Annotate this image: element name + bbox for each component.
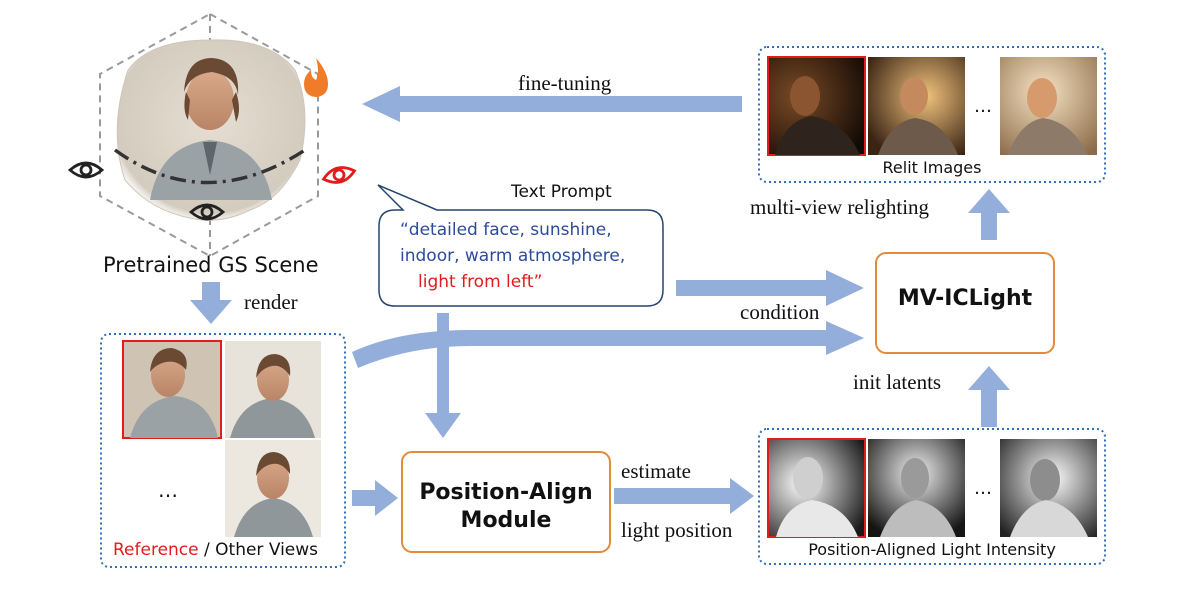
relit-box [758,46,1106,183]
reference-image [122,340,222,439]
prompt-line-3: light from left” [418,272,543,292]
render-label: render [244,290,298,314]
eye-icon [188,203,226,221]
prompt-line-2: indoor, warm atmosphere, [400,246,626,266]
render-arrow [190,282,232,324]
views-ellipsis: … [158,478,178,502]
relighting-arrow [968,189,1010,240]
text-prompt-bubble [377,184,664,307]
prompt-down-arrow [425,313,461,438]
light-position-label: light position [621,518,733,542]
views-caption-separator: / [198,540,216,560]
intensity-image [868,439,965,537]
condition-arrow [676,270,864,306]
relit-caption: Relit Images [882,158,982,177]
views-to-align-arrow [352,480,398,516]
relit-image [1000,57,1097,155]
prompt-line-1: “detailed face, sunshine, [400,220,612,240]
fire-icon [304,58,328,97]
views-caption: Reference / Other Views [113,540,318,560]
fine-tuning-label: fine-tuning [518,71,612,95]
mv-iclight-box [875,252,1055,354]
eye-icon [321,166,357,184]
camera-arc [113,148,306,185]
relighting-label: multi-view relighting [750,195,930,219]
intensity-box [758,428,1106,565]
intensity-ellipsis: … [974,478,992,499]
eye-icon [67,161,105,179]
other-view-image [225,440,321,537]
views-to-iclight-arrow [352,321,864,368]
other-view-image [225,341,321,438]
position-align-box [401,451,611,553]
views-caption-reference: Reference [113,540,199,560]
estimate-arrow [614,478,754,514]
intensity-image [767,438,866,538]
views-box [100,333,346,568]
intensity-image [1000,439,1097,537]
prompt-heading: Text Prompt [511,182,612,202]
estimate-label: estimate [621,459,691,483]
relit-image [868,57,965,155]
arrows [190,86,1010,516]
scene-person [150,58,272,200]
gs-scene [67,12,357,258]
init-latents-arrow [968,366,1010,427]
position-align-title-1: Position-Align [419,480,593,505]
relit-image [767,56,866,156]
scene-caption: Pretrained GS Scene [103,253,319,277]
position-align-title-2: Module [460,508,552,533]
views-caption-other: Other Views [215,540,319,560]
fine-tuning-arrow [362,86,742,122]
mv-iclight-title: MV-ICLight [897,286,1033,311]
relit-ellipsis: … [974,96,992,117]
condition-label: condition [740,300,820,324]
init-latents-label: init latents [853,370,942,394]
intensity-caption: Position-Aligned Light Intensity [808,540,1056,559]
